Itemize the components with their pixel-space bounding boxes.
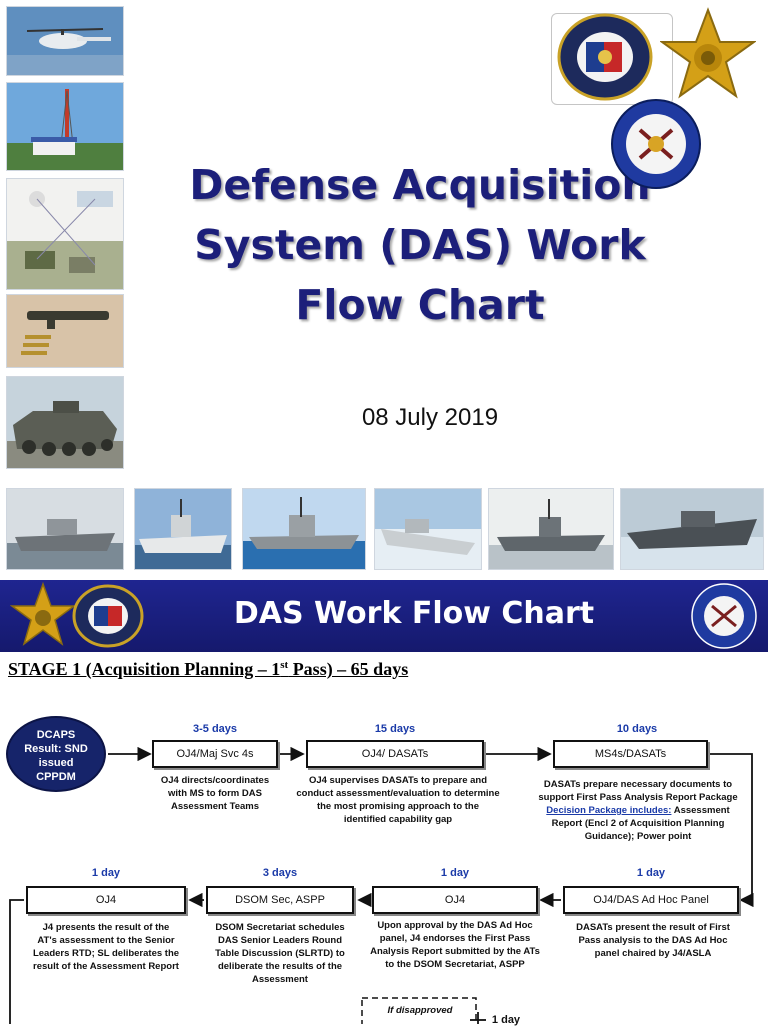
step2-box: OJ4/ DASATs [306, 740, 484, 768]
disapproved-note: If disapproved [387, 1005, 453, 1016]
step5-desc-line: to the DSOM Secretariat, ASPP [385, 959, 525, 970]
step4-desc-line: panel chaired by J4/ASLA [594, 948, 712, 959]
title-line-3: Flow Chart [295, 281, 545, 329]
start-node-dcaps: DCAPS Result: SND issued CPPDM [6, 716, 106, 792]
step7-box: OJ4 [26, 886, 186, 914]
step5-description: Upon approval by the DAS Ad Hoc panel, J… [362, 919, 548, 971]
workflow-banner: DAS Work Flow Chart [0, 580, 768, 652]
ship-photo-5 [488, 488, 614, 570]
step1-desc-line: with MS to form DAS [168, 788, 262, 799]
ship-photo-4 [374, 488, 482, 570]
step3-duration: 10 days [616, 723, 658, 735]
step6-desc-line: Assessment [252, 974, 308, 985]
step7-description: J4 presents the result of the AT's asses… [14, 921, 198, 973]
step2-desc-line: OJ4 supervises DASATs to prepare and [308, 775, 488, 786]
step7-desc-line: J4 presents the result of the [42, 922, 170, 933]
start-line-4: CPPDM [36, 771, 76, 783]
radar-tower-photo [6, 82, 124, 171]
stage-prefix: STAGE 1 (Acquisition Planning – 1 [8, 659, 281, 679]
step3-desc-line: Decision Package includes: Assessment [524, 804, 752, 817]
step7-desc-line: AT's assessment to the Senior [37, 935, 175, 946]
step6-box: DSOM Sec, ASPP [206, 886, 354, 914]
step1-box: OJ4/Maj Svc 4s [152, 740, 278, 768]
step5-desc-line: Upon approval by the DAS Ad Hoc [377, 920, 533, 931]
step4-desc-line: Pass analysis to the DAS Ad Hoc [578, 935, 728, 946]
emblem-frame [551, 13, 673, 105]
stage-heading: STAGE 1 (Acquisition Planning – 1st Pass… [8, 659, 408, 680]
step1-description: OJ4 directs/coordinates with MS to form … [140, 774, 290, 813]
stage-suffix: Pass) – 65 days [288, 659, 409, 679]
step4-description: DASATs present the result of First Pass … [560, 921, 746, 960]
banner-seal-left [72, 584, 144, 648]
step5-box: OJ4 [372, 886, 538, 914]
step3-description: DASATs prepare necessary documents to su… [524, 778, 752, 843]
step6-desc-line: Table Discussion (SLRTD) to [215, 948, 345, 959]
step7-desc-line: Leaders RTD; SL deliberates the [32, 948, 180, 959]
step5-desc-line: panel, J4 endorses the First Pass [379, 933, 531, 944]
step4-box: OJ4/DAS Ad Hoc Panel [563, 886, 739, 914]
step2-desc-line: conduct assessment/evaluation to determi… [296, 788, 500, 799]
dnd-seal-emblem [556, 12, 654, 102]
step3-desc-part: Assessment [671, 805, 730, 816]
title-slide: Defense Acquisition System (DAS) Work Fl… [6, 6, 764, 570]
step3-desc-line: support First Pass Analysis Report Packa… [538, 792, 738, 803]
ship-photo-2 [134, 488, 232, 570]
step3-box: MS4s/DASATs [553, 740, 708, 768]
step2-desc-line: identified capability gap [343, 814, 453, 825]
workflow-title: DAS Work Flow Chart [233, 596, 595, 631]
ship-photo-6 [620, 488, 764, 570]
bottom-duration: 1 day [491, 1014, 521, 1026]
banner-seal-right [688, 582, 760, 650]
step4-desc-line: DASATs present the result of First [576, 922, 730, 933]
step3-desc-line: Report (Encl 2 of Acquisition Planning [551, 818, 725, 829]
step7-duration: 1 day [91, 867, 121, 879]
communication-system-photo [6, 178, 124, 290]
presentation-title: Defense Acquisition System (DAS) Work Fl… [150, 155, 690, 335]
step6-desc-line: DAS Senior Leaders Round [217, 935, 343, 946]
step1-duration: 3-5 days [192, 723, 238, 735]
step3-desc-line: DASATs prepare necessary documents to [543, 779, 733, 790]
step3-desc-line: Guidance); Power point [584, 831, 692, 842]
title-line-2: System (DAS) Work [194, 221, 646, 269]
step2-description: OJ4 supervises DASATs to prepare and con… [292, 774, 504, 826]
decision-package-label: Decision Package includes: [546, 805, 672, 816]
gold-star-insignia [660, 6, 756, 106]
step7-desc-line: result of the Assessment Report [33, 961, 179, 972]
dcsl-logistics-seal [606, 98, 706, 190]
step1-desc-line: Assessment Teams [170, 801, 259, 812]
step6-description: DSOM Secretariat schedules DAS Senior Le… [196, 921, 364, 986]
start-line-3: issued [38, 757, 74, 769]
step2-duration: 15 days [374, 723, 416, 735]
start-line-2: Result: SND [24, 743, 88, 755]
stage-sup: st [280, 659, 289, 671]
presentation-date: 08 July 2019 [361, 404, 499, 431]
ship-photo-1 [6, 488, 124, 570]
step5-duration: 1 day [440, 867, 470, 879]
rifle-weapon-photo [6, 294, 124, 368]
amphibious-vehicle-photo [6, 376, 124, 469]
ship-photo-3 [242, 488, 366, 570]
step6-desc-line: DSOM Secretariat schedules [215, 922, 345, 933]
workflow-slide: DAS Work Flow Chart STAGE 1 (Acquisition… [0, 580, 768, 1024]
step6-duration: 3 days [262, 867, 298, 879]
step5-desc-line: Analysis Report submitted by the ATs [370, 946, 540, 957]
banner-insignia-left [10, 582, 76, 652]
step6-desc-line: deliberate the results of the [217, 961, 343, 972]
title-line-1: Defense Acquisition [189, 161, 651, 209]
step1-desc-line: OJ4 directs/coordinates [160, 775, 270, 786]
helicopter-photo [6, 6, 124, 76]
step4-duration: 1 day [636, 867, 666, 879]
step2-desc-line: the most promising approach to the [316, 801, 480, 812]
start-line-1: DCAPS [36, 729, 76, 741]
